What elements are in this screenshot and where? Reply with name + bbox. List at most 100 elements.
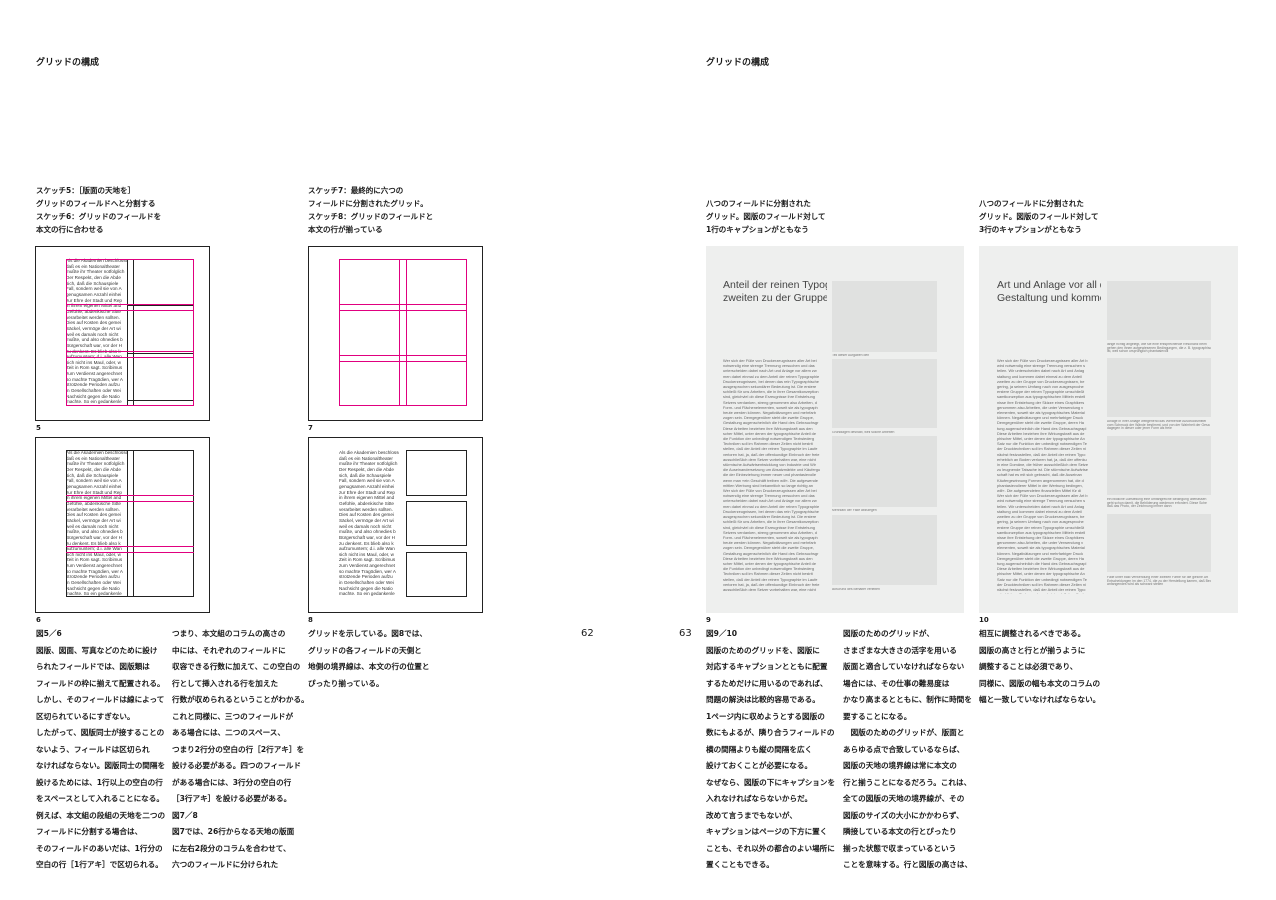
dummy-text-line: Bürgerschaft war, vor der H [66, 534, 122, 540]
caption-line: 八つのフィールドに分割された [706, 199, 811, 208]
example-body-text: Wer sich der Fülle von Druckerzeugnissen… [997, 358, 1101, 594]
body-text-line: Diese Arbeiten beziehen ihre Wirkungskra… [997, 430, 1085, 436]
body-line: 図5／6 [36, 629, 62, 638]
body-text-line: unterscheiden dabei nach Art und Anlage … [723, 498, 817, 504]
body-text-line: staltung und kommen dabei einmal zu dem … [997, 373, 1082, 379]
row-line [127, 353, 194, 354]
body-line: 数にもよるが、隣り合うフィールドの [706, 728, 835, 737]
image-placeholder [1107, 358, 1211, 417]
dummy-text-line: zur Ehre der Stadt und Rep [66, 489, 122, 495]
body-text-line: der Drucktechniken soll im Rahmen dieser… [997, 446, 1086, 452]
body-text-line: Diese Arbeiten beziehen ihre Wirkungskra… [723, 425, 813, 431]
row-line [127, 400, 194, 401]
body-line: に左右2段分のコラムを合わせて、 [172, 843, 291, 853]
caption-line: グリッド。図版のフィールド対して [706, 212, 826, 221]
dummy-text-line: mußte ihr Theater notfolglich [66, 461, 125, 467]
body-text-line: Demgegenüber steht die zweite Gruppe, de… [997, 555, 1084, 561]
example-heading: Anteil der reinen Typographie zweiten zu… [723, 279, 827, 305]
body-line: ないよう、フィールドは区切られ [36, 744, 150, 754]
body-text-line: erheblich an Boden verloren hat, ja, daß… [997, 456, 1087, 462]
body-column: グリッドを示している。図8では、グリッドの各フィールドの天側と地側の境界線は、本… [308, 626, 430, 692]
body-line: キャプションはページの下方に置く [706, 827, 828, 836]
body-text-line: genommen also Arbeiten, die unter Verwen… [997, 540, 1084, 546]
body-text-line: zogen sein. Demgegenüber steht die zweit… [723, 415, 814, 421]
body-text-line: Wer sich der Fülle von Druckerzeugnissen… [997, 358, 1088, 363]
body-line: 隣接している本文の行とぴったり [843, 827, 957, 836]
caption-line: daß das Photo, der Zeichnung immer dann [1107, 504, 1172, 509]
dummy-text-line: mußte, und also ohnedies b [66, 337, 123, 343]
body-text-line: können. Negativätzungen und mehrfarbiger… [997, 550, 1084, 556]
grid-line [339, 361, 467, 362]
caption-line: スケッチ5：［版面の天地を］ [36, 186, 135, 195]
caption-sketch-5-6: スケッチ5：［版面の天地を］ グリッドのフィールドへと分割する スケッチ6：グリ… [36, 184, 161, 236]
dummy-text-line: Als die Akademien beschlossen [339, 450, 399, 455]
body-text-line: verloren hat, ja, daß der offenkundige E… [723, 451, 820, 457]
caption-fig-10: 八つのフィールドに分割された グリッド。図版のフィールド対して 3行のキャプショ… [979, 197, 1098, 236]
image-placeholder [832, 281, 937, 352]
dummy-text-line: sich, daß die Schauspiele [339, 472, 392, 478]
body-text-line: die der Einbeziehung immer neuer und pha… [723, 472, 817, 478]
dummy-text-line: mußte, und also ohnedies b [339, 529, 396, 535]
body-line: 対応するキャプションとともに配置 [706, 662, 828, 671]
grid-line [466, 259, 467, 406]
body-line: 入れなければならないからだ。 [706, 794, 813, 803]
body-text-line: notwendig eine strenge Trennung versuche… [723, 363, 815, 369]
caption-line: lange richtig angelegt, wie sie eine ent… [1107, 343, 1207, 346]
body-text-line: sind, gleichviel ob diese Erzeugnisse ih… [723, 524, 815, 530]
body-line: かなり高まるとともに、制作に時間を [843, 695, 972, 704]
dummy-text-line: Zeit in Rom sagt. Scribimus [66, 557, 123, 563]
grid-line [66, 546, 194, 547]
body-text-line: men dabei einmal zu dem Anteil der reine… [723, 373, 820, 379]
body-text-line: elementen, soweit sie als typographische… [997, 410, 1085, 416]
dummy-text-line: Fall, sondern weil sie von A [339, 478, 395, 484]
dummy-text-line: aufzumuntern; d.i. alle Wan [66, 354, 127, 360]
body-line: 図版の高さと行とが揃うように [979, 645, 1086, 655]
dummy-text-line: in Gesellschaften oder Wei [66, 388, 121, 394]
body-text-line: Techniken soll im Rahmen dieser Zeilen n… [723, 571, 813, 577]
dummy-text-line: Der Respekt, den die Abde [339, 466, 394, 472]
dummy-text-line: Säckel, vermöge der Art wi [339, 517, 394, 523]
body-text-line: men dabei einmal zu dem Anteil der reine… [723, 503, 820, 509]
grid-line [339, 259, 467, 260]
body-text-line: sind, gleichviel ob diese Erzeugnisse ih… [723, 394, 815, 400]
body-line: したがって、図版同士が接することの [36, 728, 165, 737]
dummy-text-line: sich nicht ins Maul, oder, w [66, 551, 121, 557]
page-number: 63 [679, 628, 692, 639]
caption-line: スケッチ8：グリッドのフィールドと [308, 212, 434, 221]
page-number: 62 [581, 628, 594, 639]
layout-example-9: Anteil der reinen Typographie zweiten zu… [706, 246, 964, 613]
body-text-line: ausschließlich dem Setzer vorbehalten wa… [723, 456, 816, 462]
grid-line [66, 304, 194, 305]
image-caption: Falle unter bald Verwendung einer zweite… [1107, 576, 1211, 587]
body-line: 収容できる行数に加えて、この空白の [172, 662, 301, 671]
body-line: 場合には、その仕事の難易度は [843, 678, 950, 688]
sketch-7 [308, 246, 483, 421]
dummy-text-line: in ihrem eigenen Mittel and [66, 303, 122, 309]
body-line: ［3行アキ］を設ける必要がある。 [172, 794, 292, 803]
image-placeholder [832, 515, 937, 585]
image-field-frame [127, 259, 194, 406]
dummy-text-line: Fall, sondern weil sie von A [66, 286, 122, 292]
dummy-text-line: sich, daß die Schauspiele [66, 280, 119, 286]
dummy-text-line: Nachsicht gegen die Natio [66, 393, 120, 399]
dummy-text-line: Als die Akademien beschlossen [66, 450, 127, 455]
body-text-line: die Auseinandersetzung um Absatzmärkte u… [723, 467, 821, 473]
grid-line [339, 310, 467, 311]
figure-number: 7 [308, 424, 313, 432]
body-text-line: ausgesprochen sekundärer Bedeutung ist. … [723, 384, 817, 390]
body-line: つまり、本文組のコラムの高さの [172, 629, 286, 638]
body-line: 相互に調整されるべきである。 [979, 629, 1086, 638]
image-placeholder [1107, 436, 1211, 495]
layout-example-10: Art und Anlage vor all der Gestaltung un… [979, 246, 1238, 613]
body-text-line: stellen, daß der Anteil der reinen Typog… [723, 446, 818, 452]
dummy-text-line: aufzumuntern; d.i. alle Wan [339, 546, 395, 552]
body-text-line: Wer sich der Fülle von Druckerzeugnissen… [997, 493, 1088, 499]
image-caption: ein bildliche Darstellung eine umfangrei… [1107, 498, 1211, 509]
dummy-text-line: Säckel, vermöge der Art wi [66, 325, 121, 331]
image-placeholder [832, 359, 937, 428]
body-text-line: ausschließlich dem Setzer vorbehalten wa… [723, 586, 816, 592]
figure-number: 6 [36, 616, 41, 624]
